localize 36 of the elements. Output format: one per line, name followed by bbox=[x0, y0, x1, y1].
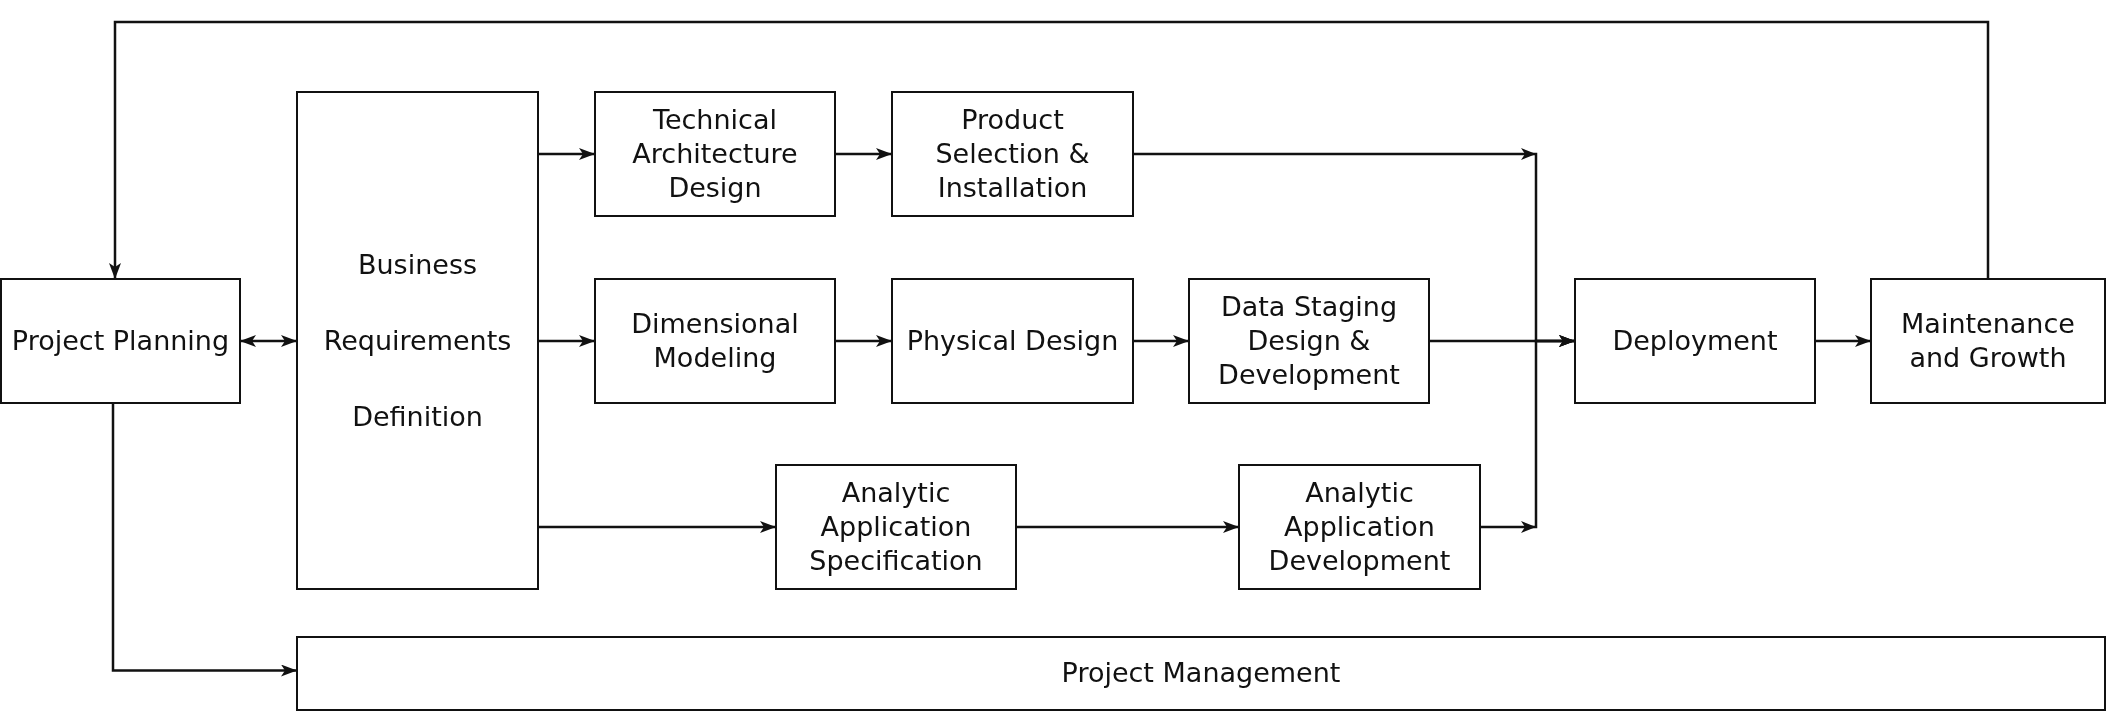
box-label: Analytic Application Development bbox=[1267, 475, 1452, 579]
arrow bbox=[109, 20, 1990, 279]
process-box bbox=[775, 464, 1017, 590]
arrow bbox=[1017, 521, 1239, 533]
arrow bbox=[539, 521, 776, 533]
arrow bbox=[539, 335, 595, 347]
process-box bbox=[296, 636, 2106, 711]
process-box bbox=[0, 278, 241, 404]
arrow bbox=[836, 335, 892, 347]
box-label: Data Staging Design & Development bbox=[1217, 289, 1401, 393]
process-box bbox=[1238, 464, 1481, 590]
box-label: Analytic Application Specification bbox=[808, 475, 984, 579]
arrow bbox=[1816, 335, 1871, 347]
arrow bbox=[1481, 335, 1575, 533]
arrow bbox=[240, 335, 297, 347]
box-label: Deployment bbox=[1611, 323, 1779, 358]
process-box bbox=[1574, 278, 1816, 404]
process-box bbox=[594, 278, 836, 404]
process-box bbox=[1870, 278, 2106, 404]
box-label: Project Management bbox=[1060, 656, 1342, 691]
box-label: Dimensional Modeling bbox=[630, 306, 800, 375]
arrow bbox=[1134, 335, 1189, 347]
box-label: Project Planning bbox=[10, 323, 231, 358]
process-box bbox=[891, 91, 1134, 217]
arrow bbox=[836, 148, 892, 160]
box-label: Business Requirements Definition bbox=[322, 247, 513, 434]
process-box bbox=[296, 91, 539, 590]
process-box bbox=[891, 278, 1134, 404]
process-box bbox=[594, 91, 836, 217]
arrow bbox=[111, 404, 297, 677]
box-label: Physical Design bbox=[905, 323, 1120, 358]
arrow bbox=[539, 148, 595, 160]
box-label: Maintenance and Growth bbox=[1900, 306, 2076, 375]
box-label: Technical Architecture Design bbox=[631, 102, 799, 206]
process-box bbox=[1188, 278, 1430, 404]
box-label: Product Selection & Installation bbox=[934, 102, 1091, 206]
